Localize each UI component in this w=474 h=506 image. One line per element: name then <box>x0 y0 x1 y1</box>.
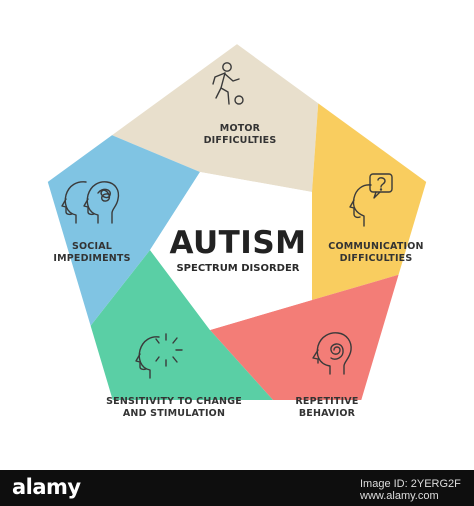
segment-label-social-line2: IMPEDIMENTS <box>53 253 130 264</box>
alamy-logo: alamy <box>12 475 81 499</box>
center-subtitle: SPECTRUM DISORDER <box>176 263 299 274</box>
running-person-icon <box>212 62 244 105</box>
image-id-text: Image ID: 2YERG2F <box>360 478 461 490</box>
segment-sensitivity <box>60 250 300 405</box>
center-title: AUTISM <box>169 225 306 261</box>
segment-label-communication-line1: COMMUNICATION <box>328 241 423 252</box>
segment-label-sensitivity-line2: AND STIMULATION <box>123 408 225 419</box>
segment-label-sensitivity-line1: SENSITIVITY TO CHANGE <box>106 396 242 407</box>
site-url-text: www.alamy.com <box>360 490 439 502</box>
head-spiral-icon <box>312 332 352 375</box>
watermark-footer: alamy Image ID: 2YERG2F www.alamy.com <box>0 470 474 506</box>
head-question-bubble-icon <box>349 173 393 227</box>
center-pentagon <box>150 172 312 330</box>
segment-label-motor-line2: DIFFICULTIES <box>204 135 277 146</box>
two-heads-icon <box>61 181 120 224</box>
segment-label-repetitive-line2: BEHAVIOR <box>299 408 356 419</box>
segment-label-communication-line2: DIFFICULTIES <box>340 253 413 264</box>
autism-pentagon-diagram: AUTISM SPECTRUM DISORDER MOTOR DIFFICULT… <box>42 38 432 419</box>
head-burst-icon <box>135 333 183 379</box>
segment-label-motor-line1: MOTOR <box>220 123 261 134</box>
segment-label-social-line1: SOCIAL <box>72 241 112 252</box>
segment-label-repetitive-line1: REPETITIVE <box>295 396 358 407</box>
segment-motor <box>90 38 320 192</box>
